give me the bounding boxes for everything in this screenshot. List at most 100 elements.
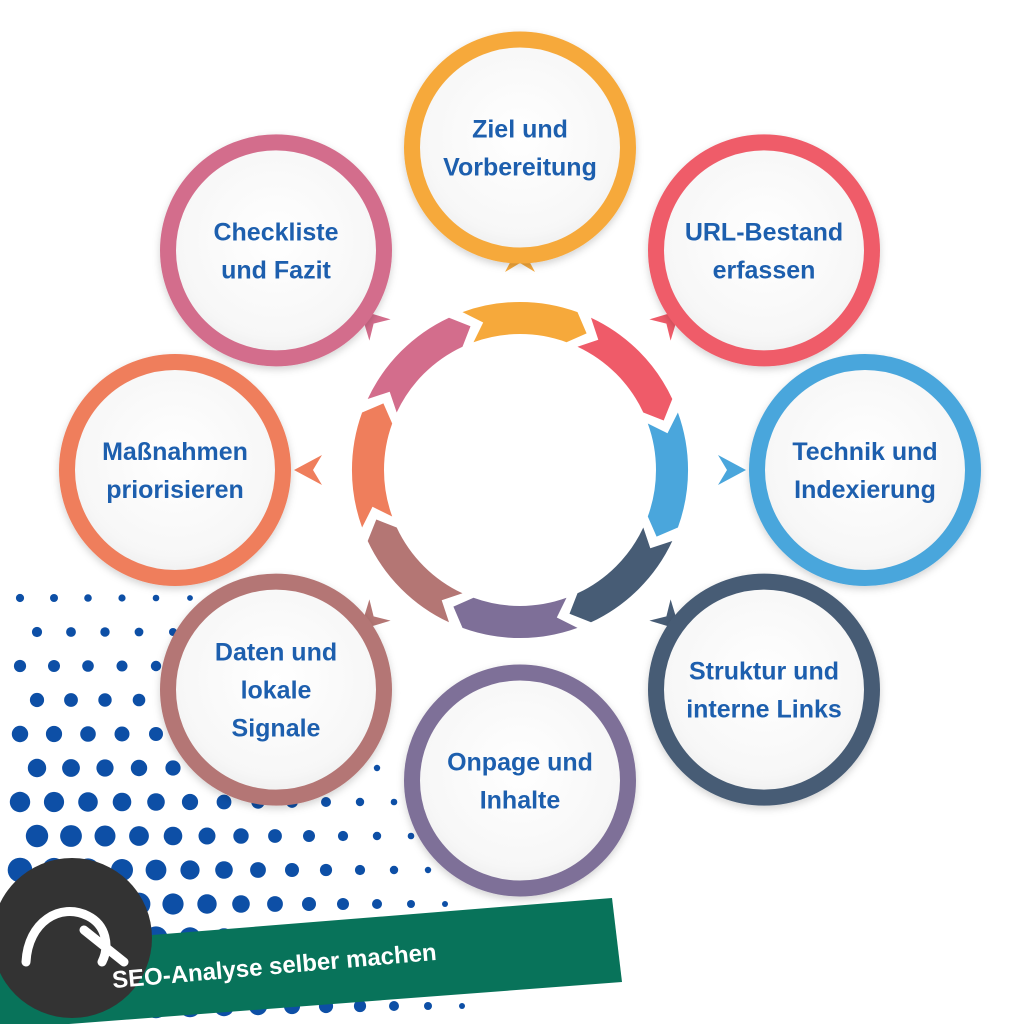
halftone-dot	[130, 759, 148, 777]
banner-ribbon	[0, 898, 622, 1024]
direction-arrow-icon	[718, 455, 746, 485]
halftone-dot	[372, 899, 382, 909]
step-label: interne Links	[686, 696, 842, 724]
step-label: Technik und	[792, 438, 937, 466]
cycle-segment	[577, 317, 673, 421]
halftone-dot	[27, 758, 47, 778]
step-label: Vorbereitung	[443, 154, 597, 182]
halftone-dot	[165, 760, 181, 776]
halftone-dot	[98, 693, 112, 707]
halftone-dot	[424, 866, 432, 874]
halftone-dot	[114, 726, 130, 742]
halftone-dot	[147, 793, 165, 811]
halftone-dot	[268, 829, 282, 843]
halftone-dot	[354, 864, 366, 876]
halftone-dot	[94, 825, 116, 847]
halftone-dot	[13, 659, 27, 673]
step-label: lokale	[241, 677, 312, 705]
cycle-segment	[569, 527, 673, 623]
halftone-dot	[216, 794, 232, 810]
halftone-dot	[390, 798, 398, 806]
halftone-dot	[373, 764, 381, 772]
halftone-dot	[303, 830, 315, 842]
halftone-dot	[50, 594, 58, 602]
cycle-segment	[647, 412, 689, 537]
cycle-segment	[453, 597, 578, 639]
cycle-segment	[351, 403, 393, 528]
halftone-dot	[62, 759, 80, 777]
step-ring	[648, 134, 880, 367]
halftone-dot	[60, 825, 82, 847]
halftone-dot	[198, 827, 216, 845]
halftone-dot	[337, 830, 349, 842]
step-label: Onpage und	[447, 749, 593, 777]
halftone-dot	[118, 594, 126, 602]
step-ring	[160, 573, 392, 806]
halftone-dot	[321, 797, 331, 807]
halftone-dot	[116, 660, 128, 672]
halftone-dot	[355, 797, 365, 807]
cycle-segment	[462, 301, 587, 343]
logo-icon	[0, 858, 152, 1018]
step-label: erfassen	[713, 256, 816, 284]
halftone-dot	[285, 863, 299, 877]
halftone-dot	[145, 859, 167, 881]
halftone-dot	[162, 893, 184, 915]
center-cycle-ring	[351, 301, 689, 639]
step-ring	[59, 354, 291, 586]
step-ring	[404, 31, 636, 264]
halftone-dot	[132, 693, 146, 707]
halftone-dot	[197, 894, 217, 914]
step-label: Signale	[232, 715, 321, 743]
halftone-dot	[9, 791, 31, 813]
step-ring	[648, 573, 880, 806]
halftone-dot	[48, 660, 60, 672]
halftone-dot	[80, 726, 96, 742]
halftone-dot	[100, 627, 110, 637]
halftone-dot	[66, 627, 76, 637]
step-label: Maßnahmen	[102, 438, 248, 466]
halftone-dot	[150, 660, 162, 672]
step-label: und Fazit	[221, 256, 331, 284]
halftone-dot	[31, 626, 43, 638]
step-label: priorisieren	[106, 476, 244, 504]
halftone-dot	[302, 897, 316, 911]
halftone-dot	[407, 900, 415, 908]
halftone-dot	[407, 832, 415, 840]
halftone-dot	[29, 692, 45, 708]
halftone-dot	[84, 594, 92, 602]
banner	[0, 898, 622, 1024]
logo-circle	[0, 858, 152, 1018]
step-label: Daten und	[215, 639, 337, 667]
logo-symbol	[21, 907, 129, 967]
halftone-dot	[337, 898, 349, 910]
halftone-dot	[129, 826, 149, 846]
halftone-dot	[82, 660, 94, 672]
halftone-dot	[112, 792, 132, 812]
halftone-dot	[267, 896, 283, 912]
step-ring	[404, 664, 636, 897]
halftone-dot	[353, 999, 367, 1013]
halftone-dot	[64, 693, 78, 707]
halftone-dot	[459, 1003, 465, 1009]
halftone-dot	[250, 862, 266, 878]
cycle-segment	[367, 519, 463, 623]
halftone-dot	[96, 759, 114, 777]
halftone-dot	[43, 791, 65, 813]
halftone-dot	[232, 895, 250, 913]
step-label: Ziel und	[472, 116, 568, 144]
halftone-dot	[181, 793, 199, 811]
step-label: Inhalte	[480, 787, 561, 815]
step-ring	[160, 134, 392, 367]
step-ring	[749, 354, 981, 586]
halftone-dot	[45, 725, 63, 743]
halftone-dot	[442, 901, 448, 907]
halftone-dot	[180, 860, 200, 880]
